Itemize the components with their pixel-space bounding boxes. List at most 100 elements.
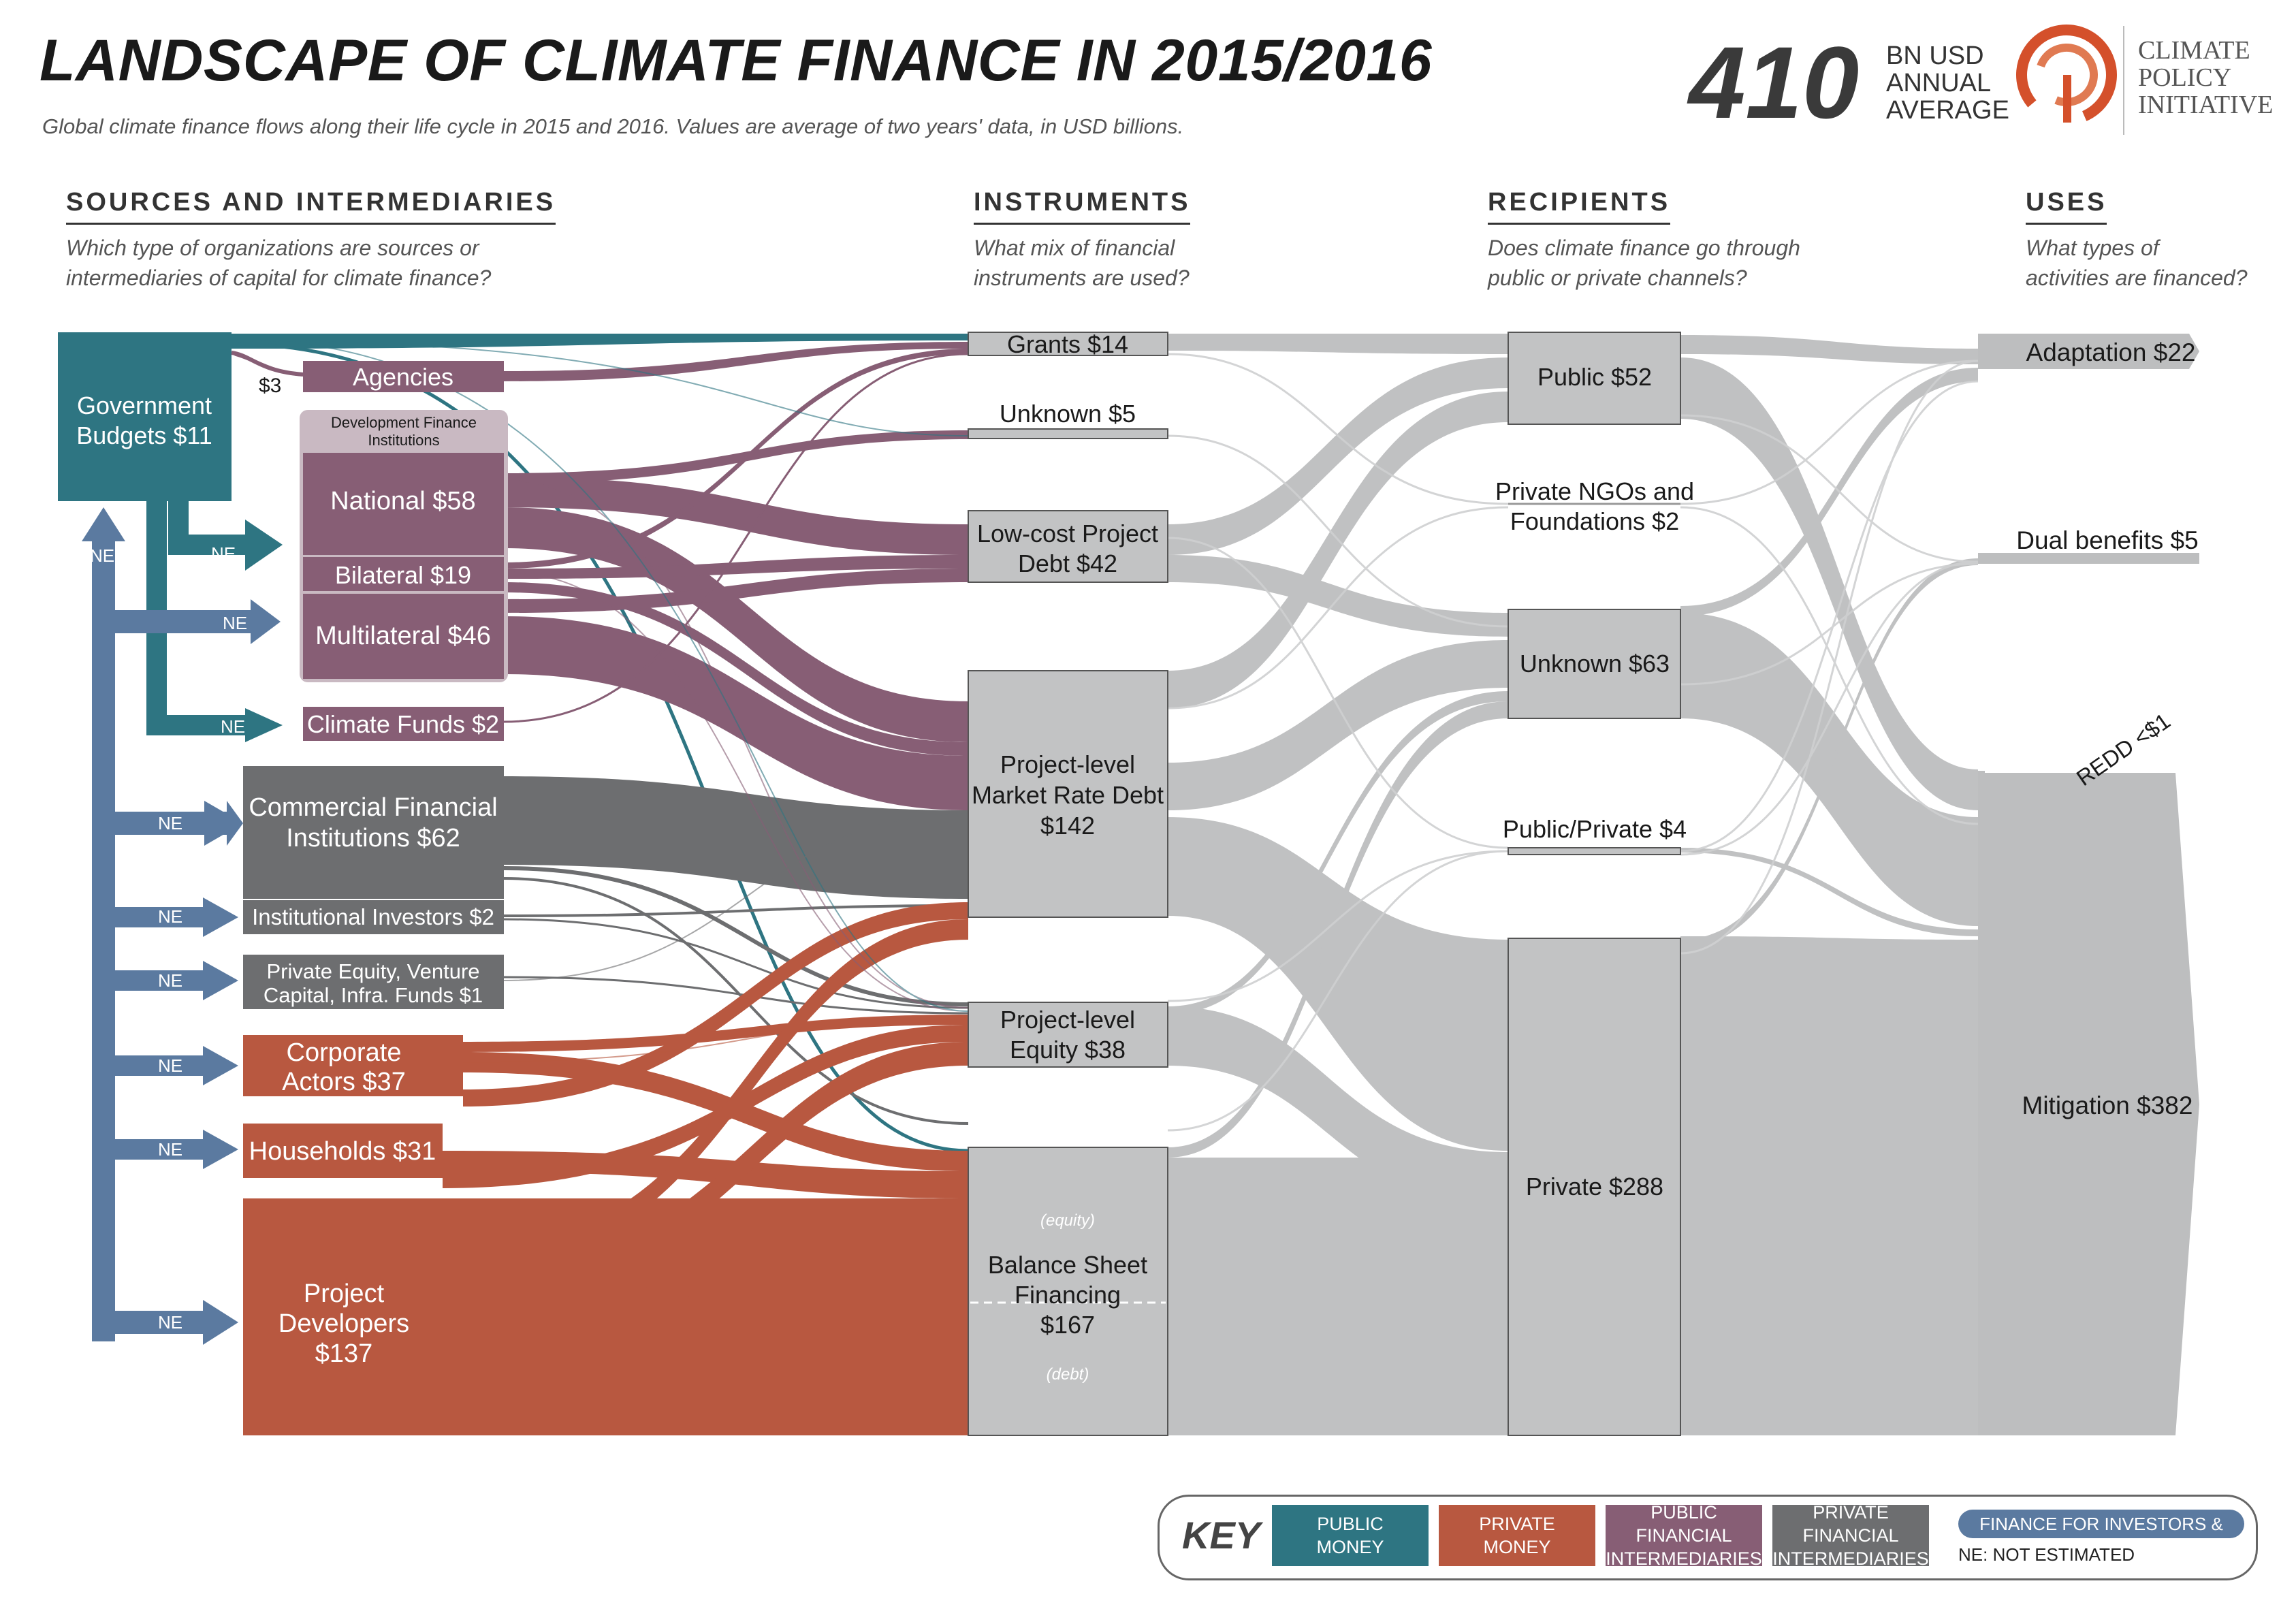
svg-text:NE: NE bbox=[158, 813, 182, 833]
mitigation-label: Mitigation $382 bbox=[2022, 1092, 2193, 1119]
node-agencies bbox=[303, 361, 504, 392]
column-title-uses: USES bbox=[2026, 188, 2107, 225]
instrument-nodes bbox=[968, 332, 1168, 1436]
node-agencies-label: Agencies bbox=[353, 363, 453, 391]
column-question-sources: Which type of organizations are sources … bbox=[66, 236, 492, 290]
svg-text:NE: NE bbox=[158, 1055, 182, 1076]
balance-equity-note: (equity) bbox=[1040, 1211, 1095, 1230]
public-private-label: Public/Private $4 bbox=[1503, 815, 1687, 843]
grants-label: Grants $14 bbox=[1007, 330, 1128, 358]
node-private-equity bbox=[243, 955, 504, 1009]
agencies-flow-value: $3 bbox=[259, 375, 281, 397]
svg-text:NE: NE bbox=[158, 906, 182, 927]
node-households-label: Households $31 bbox=[249, 1137, 436, 1166]
node-bilateral-label: Bilateral $19 bbox=[335, 561, 471, 589]
column-title-recipients: RECIPIENTS bbox=[1488, 188, 1671, 225]
flow-multilateral-debt bbox=[504, 616, 968, 810]
node-redd bbox=[1978, 771, 1985, 774]
node-commercial bbox=[243, 766, 504, 899]
page-subtitle: Global climate finance flows along their… bbox=[42, 114, 1184, 138]
flow-institutional-thread bbox=[503, 904, 969, 917]
column-title-sources: SOURCES AND INTERMEDIARIES bbox=[66, 188, 556, 225]
node-public bbox=[1508, 332, 1681, 425]
node-dual bbox=[1978, 553, 2199, 564]
svg-text:NE: NE bbox=[158, 1139, 182, 1160]
flow-grants-public bbox=[1168, 334, 1508, 354]
investor-arrows bbox=[82, 507, 281, 1345]
flow-households-equity bbox=[443, 1025, 968, 1188]
node-bilateral bbox=[303, 557, 504, 591]
flow-developers-balance bbox=[463, 1198, 968, 1435]
flow-agencies-grants bbox=[504, 342, 968, 381]
node-lowcost bbox=[968, 510, 1168, 583]
node-recipient-unknown bbox=[1508, 609, 1681, 719]
flow-commercial-debt bbox=[504, 776, 968, 899]
node-public-private bbox=[1508, 847, 1681, 855]
recipient-unknown-label: Unknown $63 bbox=[1520, 650, 1670, 678]
private-label: Private $288 bbox=[1526, 1173, 1663, 1200]
total-label: BN USD ANNUAL AVERAGE bbox=[1886, 42, 2009, 125]
flow-private-mitigation bbox=[1680, 936, 1978, 1435]
flow-equity-private bbox=[1168, 1006, 1508, 1205]
flow-developers-balance-top bbox=[463, 1260, 968, 1307]
flow-institutional-thread2 bbox=[503, 918, 969, 1009]
flow-public-mitigation bbox=[1680, 357, 1978, 810]
flow-national-lowcost bbox=[504, 477, 968, 555]
node-grants bbox=[968, 332, 1168, 356]
svg-text:NE: NE bbox=[223, 613, 247, 633]
svg-text:NE: NE bbox=[90, 545, 114, 566]
investor-ne-labels: NE NE NE NE NE NE NE NE bbox=[90, 545, 247, 1333]
brand-name: CLIMATE POLICY INITIATIVE bbox=[2138, 36, 2274, 119]
use-nodes bbox=[1978, 334, 2199, 1435]
grey-thin-threads bbox=[1167, 353, 1979, 1132]
source-flows bbox=[231, 334, 969, 1435]
node-mitigation bbox=[1978, 773, 2199, 1435]
node-equity bbox=[968, 1002, 1168, 1068]
column-question-recipients: Does climate finance go through public o… bbox=[1488, 236, 1800, 290]
flow-households-balance bbox=[443, 1151, 968, 1198]
flow-public-adaptation bbox=[1680, 335, 1978, 364]
node-private bbox=[1508, 938, 1681, 1436]
column-question-instruments: What mix of financial instruments are us… bbox=[974, 236, 1190, 290]
node-national-label: National $58 bbox=[330, 487, 475, 515]
flow-lowcost-unknown bbox=[1168, 555, 1508, 637]
legend-ne-note: NE: NOT ESTIMATED bbox=[1958, 1544, 2135, 1565]
instrument-unknown-label: Unknown $5 bbox=[1000, 400, 1136, 428]
dual-label: Dual benefits $5 bbox=[2016, 526, 2198, 554]
svg-text:NE: NE bbox=[158, 970, 182, 991]
node-corporate bbox=[243, 1035, 463, 1096]
column-question-uses: What types of activities are financed? bbox=[2026, 236, 2248, 290]
node-households bbox=[243, 1124, 443, 1178]
government-feeder-arrows bbox=[146, 351, 304, 742]
node-market-debt bbox=[968, 670, 1168, 918]
node-national bbox=[303, 453, 504, 555]
recipient-nodes bbox=[1508, 332, 1681, 1436]
node-balance-sheet bbox=[968, 1147, 1168, 1436]
flow-debt-public bbox=[1168, 392, 1508, 708]
flow-national-unknown bbox=[504, 430, 968, 483]
flow-government-balance bbox=[231, 342, 969, 1153]
node-multilateral bbox=[303, 594, 504, 679]
node-project-developers bbox=[243, 1198, 463, 1435]
brand-divider bbox=[2123, 26, 2124, 135]
node-adaptation bbox=[1978, 334, 2199, 369]
flow-commercial-equity bbox=[503, 866, 969, 1006]
legend-investors-lenders: FINANCE FOR INVESTORS & LENDERS bbox=[1958, 1510, 2244, 1563]
page-title: LANDSCAPE OF CLIMATE FINANCE IN 2015/201… bbox=[39, 28, 1433, 93]
flow-balance-private bbox=[1168, 1158, 1508, 1435]
total-value: 410 bbox=[1689, 25, 1860, 140]
adaptation-label: Adaptation $22 bbox=[2026, 338, 2196, 366]
